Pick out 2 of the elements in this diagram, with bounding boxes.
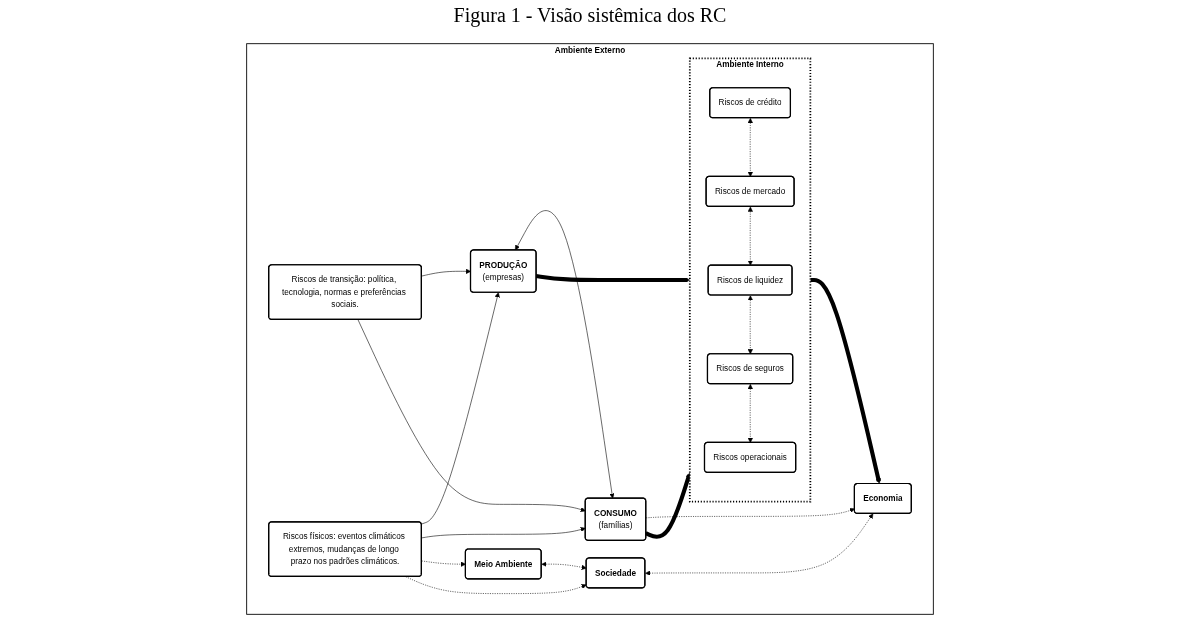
figure-title: Figura 1 - Visão sistêmica dos RC (453, 4, 727, 27)
arrow (810, 278, 881, 484)
